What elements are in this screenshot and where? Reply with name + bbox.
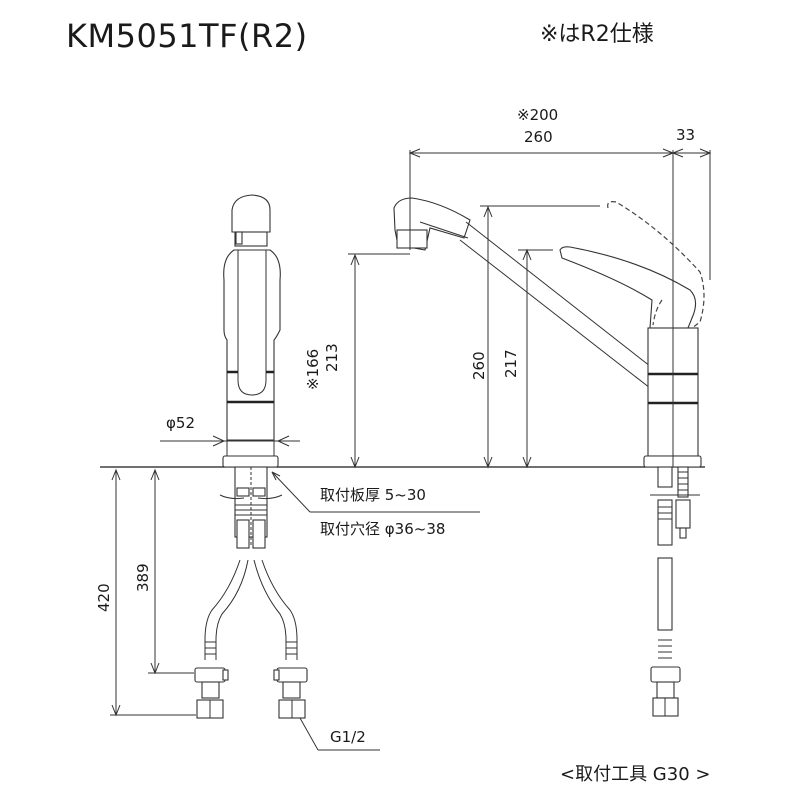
thread-label: G1/2	[330, 728, 366, 746]
diameter-52-dimension	[160, 435, 300, 447]
hose-length-dimensions	[110, 468, 196, 717]
body-diameter-label: φ52	[166, 414, 195, 432]
handle-offset-label: 33	[676, 126, 696, 144]
spout-height-label: 213	[323, 343, 341, 372]
side-view-faucet	[393, 150, 705, 717]
handle-height-label: 217	[502, 349, 520, 378]
reach-label: 260	[524, 128, 553, 146]
model-title: KM5051TF(R2)	[66, 17, 308, 55]
plate-thickness-label: 取付板厚 5~30	[320, 486, 426, 504]
leader-thread	[299, 717, 319, 751]
reach-dimensions	[408, 148, 712, 280]
spout-height-r2-label: ※166	[304, 348, 322, 390]
r2-spec-note: ※はR2仕様	[540, 22, 654, 47]
hose-length-420-label: 420	[95, 583, 113, 612]
total-height-label: 260	[470, 351, 488, 380]
reach-r2-label: ※200	[517, 106, 559, 124]
front-view-faucet	[194, 194, 308, 719]
installation-tool-label: <取付工具 G30 >	[560, 764, 711, 785]
hole-diameter-label: 取付穴径 φ36~38	[320, 520, 446, 538]
leader-plate	[271, 471, 311, 513]
hose-length-389-label: 389	[134, 563, 152, 592]
height-dimensions	[348, 205, 600, 469]
